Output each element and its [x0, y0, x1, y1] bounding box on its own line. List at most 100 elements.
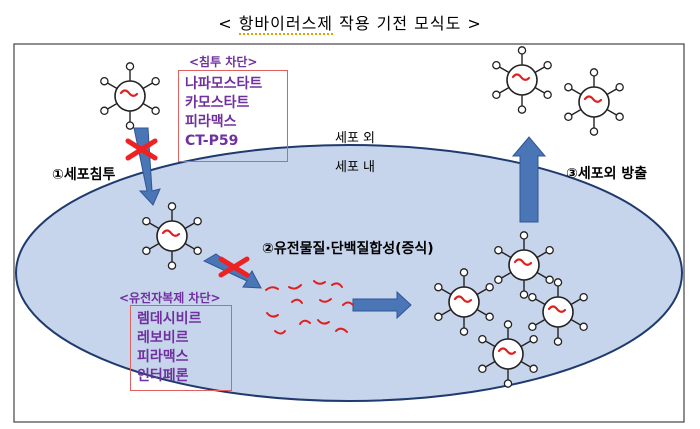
virus-spike-knob — [142, 246, 151, 256]
virus-icon-inside — [142, 202, 202, 270]
virus-spike — [570, 318, 581, 326]
block-cross-entry — [125, 138, 158, 161]
virus-spike-knob — [517, 105, 527, 114]
virus-spike-knob — [167, 202, 177, 211]
virus-rna — [583, 95, 603, 103]
virus-spike — [441, 308, 452, 316]
virus-spike-knob — [434, 312, 443, 322]
virus-spike — [536, 251, 547, 259]
virus-spike — [142, 82, 153, 90]
virus-spike-knob — [478, 334, 487, 344]
virus-spike — [520, 360, 531, 368]
virus-spike-knob — [579, 322, 588, 332]
virus-spike-knob — [529, 334, 538, 344]
drug-item: 레보비르 — [137, 330, 189, 346]
virus-spike-knob — [167, 261, 177, 270]
virus-rna — [161, 229, 181, 237]
step-release-label: ③세포외 방출 — [566, 166, 648, 182]
virus-spike — [142, 102, 153, 110]
virus-spike-knob — [615, 112, 624, 122]
virus-spike-knob — [579, 292, 588, 302]
virus-spike — [149, 242, 160, 250]
virus-spike-knob — [492, 90, 501, 100]
entry-block-heading: <침투 차단> — [189, 55, 258, 69]
virus-spike-knob — [193, 246, 202, 256]
arrow-release — [511, 136, 547, 223]
virus-spike-knob — [193, 216, 202, 226]
step-entry-label: ①세포침투 — [52, 167, 116, 183]
virus-spike — [535, 298, 546, 306]
virus-capsid — [542, 296, 574, 328]
virus-spike — [501, 271, 512, 279]
virus-spike — [499, 86, 510, 94]
title-main: 항바이러스제 — [238, 14, 334, 35]
drug-item: 인터페론 — [137, 368, 189, 384]
drug-item: 피라맥스 — [137, 349, 189, 365]
virus-spike-knob — [494, 275, 503, 285]
virus-capsid — [508, 249, 540, 281]
drug-item: 나파모스타트 — [185, 76, 263, 92]
virus-spike-knob — [503, 379, 513, 388]
virus-spike — [534, 66, 545, 74]
virus-icon-new — [478, 320, 538, 388]
virus-spike-knob — [142, 216, 151, 226]
virus-capsid — [492, 338, 524, 370]
virus-rna — [513, 258, 533, 266]
virus-spike-knob — [485, 282, 494, 292]
title-suffix: 작용 기전 모식도 > — [333, 14, 482, 33]
label-outside-cell: 세포 외 — [335, 131, 376, 146]
drug-item: 렘데시비르 — [137, 311, 202, 327]
entry-block-drug-list: 나파모스타트 카모스타트 피라맥스 CT-P59 — [185, 75, 281, 151]
virus-spike-knob — [528, 292, 537, 302]
virus-spike-knob — [459, 268, 469, 277]
virus-rna — [547, 305, 567, 313]
virus-spike — [535, 318, 546, 326]
virus-spike-knob — [564, 82, 573, 92]
virus-spike — [499, 66, 510, 74]
virus-spike-knob — [564, 112, 573, 122]
virus-capsid — [448, 286, 480, 318]
virus-spike — [606, 108, 617, 116]
virus-spike-knob — [125, 62, 135, 71]
virus-spike — [184, 222, 195, 230]
virus-spike-knob — [492, 60, 501, 70]
rna-fragments — [265, 280, 354, 335]
virus-capsid — [114, 80, 146, 112]
page-title: < 항바이러스제 작용 기전 모식도 > — [0, 10, 700, 35]
virus-spike-knob — [100, 76, 109, 86]
virus-icon-new — [494, 231, 554, 299]
virus-spike — [571, 88, 582, 96]
virus-spike-knob — [151, 106, 160, 116]
step-replication-label: ②유전물질·단백질합성(증식) — [262, 241, 434, 257]
virus-spike-knob — [494, 245, 503, 255]
arrow-to-assembly — [352, 290, 412, 320]
virus-spike — [485, 360, 496, 368]
virus-spike-knob — [100, 106, 109, 116]
virus-icon-new — [434, 268, 494, 336]
virus-spike-knob — [543, 90, 552, 100]
entry-block-drug-box: 나파모스타트 카모스타트 피라맥스 CT-P59 — [178, 70, 288, 162]
virus-spike — [149, 222, 160, 230]
virus-spike — [536, 271, 547, 279]
virus-rna — [119, 89, 139, 97]
label-inside-cell: 세포 내 — [335, 160, 376, 175]
virus-spike-knob — [459, 327, 469, 336]
replication-block-drug-box: 렘데시비르 레보비르 피라맥스 인터페론 — [130, 305, 232, 391]
virus-spike-knob — [503, 320, 513, 329]
virus-spike — [107, 82, 118, 90]
virus-spike-knob — [589, 127, 599, 136]
virus-capsid — [578, 86, 610, 118]
virus-spike — [441, 288, 452, 296]
virus-spike — [184, 242, 195, 250]
virus-spike-knob — [519, 290, 529, 299]
virus-spike-knob — [543, 60, 552, 70]
virus-spike — [485, 340, 496, 348]
virus-spike-knob — [478, 364, 487, 374]
virus-spike — [476, 288, 487, 296]
virus-spike-knob — [528, 322, 537, 332]
virus-spike-knob — [529, 364, 538, 374]
virus-spike-knob — [519, 231, 529, 240]
replication-block-heading: <유전자복제 차단> — [119, 291, 221, 305]
drug-item: 피라맥스 — [185, 114, 237, 130]
